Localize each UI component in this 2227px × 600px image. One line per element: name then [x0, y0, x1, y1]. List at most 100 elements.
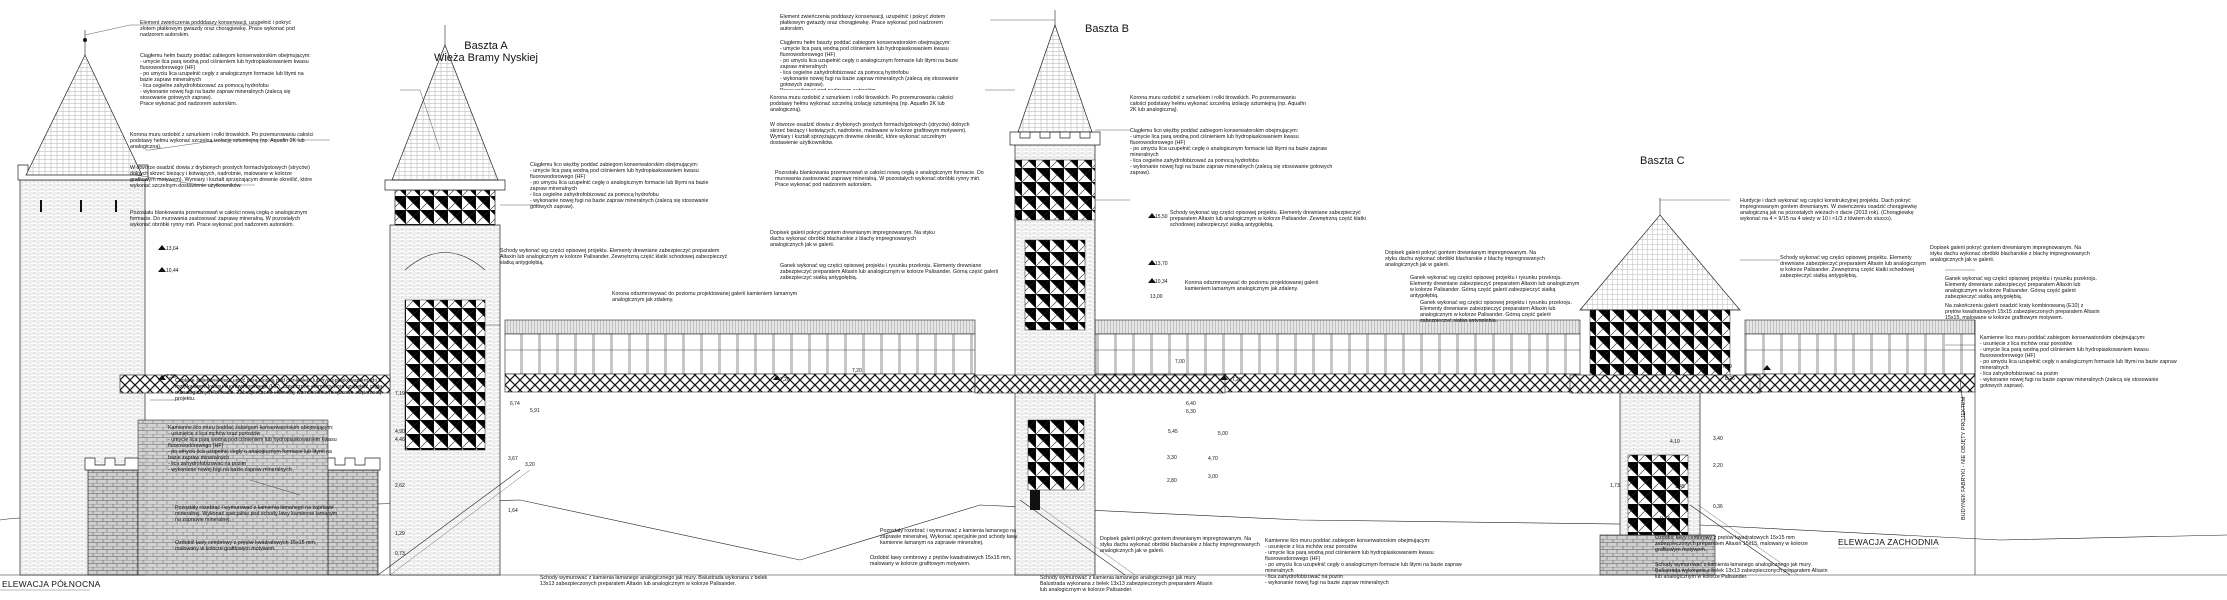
level-4-10: 4,10 [1670, 439, 1680, 445]
level-1-64: 1,64 [508, 508, 518, 514]
note-30: Kamienne lico muru poddać zabiegom konse… [1265, 538, 1462, 586]
elevation-west-label: ELEWACJA ZACHODNIA [1838, 537, 1939, 547]
level-15-50: 15,50 [1155, 214, 1168, 220]
title-baszta-b: Baszta B [1085, 23, 1129, 35]
level-1-04: 1,29 [395, 531, 405, 537]
level-0-73b: 0,73 [1660, 516, 1670, 522]
level-0-73: 0,73 [395, 551, 405, 557]
note-25: Dopisek galerii pokryć gontem drewnianym… [1385, 250, 1545, 268]
note-14: Ozdobić ławy cembrowy z prętów kwadratow… [175, 540, 316, 552]
note-8: Dopisek galerii pokryć gontem drewnianym… [770, 230, 935, 248]
level-10-34: 10,34 [1155, 279, 1168, 285]
level-13-64: 13,64 [166, 246, 179, 252]
level-4-90: 4,90 [395, 429, 405, 435]
stair-left [377, 469, 521, 576]
level-7-30: 7,30 [166, 374, 176, 380]
note-35: Na zakończeniu galerii osadzić kraty kom… [1945, 303, 2100, 321]
note-5: Pozostału blankowania przemurowań w cało… [130, 210, 307, 228]
note-26: Ganek wykonać wg części opisowej projekt… [1410, 275, 1579, 299]
note-16: Element zwieńczenia poddaszy konserwacji… [780, 14, 945, 32]
note-11: Cegłane świetlenie flora umyć parą wodną… [175, 378, 382, 402]
note-21: Korona muru ozdobić z sznurkiem i rolki … [1130, 95, 1306, 113]
stair-right [1689, 504, 1791, 576]
note-13: Pozostały rozebrać i wymurować z kamieni… [175, 505, 337, 523]
note-22: Ciągłemu lico więźby poddać zabiegom kon… [1130, 128, 1332, 176]
note-12: Kamienne lico muru poddać zabiegom konse… [168, 425, 337, 473]
title-baszta-c: Baszta C [1640, 155, 1685, 167]
level-3-00: 3,00 [1208, 474, 1218, 480]
level-3-20: 3,20 [525, 462, 535, 468]
leader-lines [84, 19, 1975, 496]
note-33: Dopisek galerii pokryć gontem drewnianym… [1930, 245, 2090, 263]
turret-left-1 [84, 457, 141, 576]
note-40: Ganek wykonać wg części opisowej projekt… [1420, 300, 1572, 322]
note-27: Ozdobić ławy cembrowy z prętów kwadratow… [870, 555, 1011, 567]
level-6-74: 6,74 [510, 401, 520, 407]
elevation-north-label: ELEWACJA PÓŁNOCNA [2, 579, 101, 589]
railing-right [1569, 374, 1761, 394]
level-3-30: 3,30 [1167, 455, 1177, 461]
note-38: Schody wymurować z kamienia łamanego ana… [1655, 562, 1828, 580]
title-nysa-gate: Wieża Bramy Nyskiej [434, 52, 538, 64]
level-10-44: 10,44 [166, 268, 179, 274]
tower-c [1579, 198, 1741, 576]
note-1: Element zwieńczenia podddaszy konserwacj… [140, 20, 295, 38]
level-3-40: 3,40 [1713, 436, 1723, 442]
level-3-67: 3,67 [508, 456, 518, 462]
level-7-19: 7,19 [395, 391, 405, 397]
level-6-40: 6,40 [1186, 401, 1196, 407]
level-2-80: 2,80 [1167, 478, 1177, 484]
note-6: Ciągłemu lico więźby poddać zabiegom kon… [530, 162, 708, 210]
level-4-70: 4,70 [1208, 456, 1218, 462]
level-7-20a: 7,20 [780, 377, 790, 383]
note-7: Schody wykonać wg części opisowej projek… [500, 248, 727, 266]
note-2: Ciągłemu hełm baszty poddać zabiegom kon… [140, 53, 311, 107]
note-34: Ganek wykonać wg części opisowej projekt… [1945, 276, 2097, 300]
level-markers [158, 213, 1771, 380]
level-5-00: 5,00 [1218, 431, 1228, 437]
title-baszta-a: Baszta A [464, 40, 508, 52]
level-1-45: 1,45 [1675, 484, 1685, 490]
level-1-73: 1,73 [1610, 483, 1620, 489]
stone-wall-left [137, 419, 329, 576]
level-7-29: 7,29 [1722, 364, 1732, 370]
note-23: Schody wykonać wg części opisowej projek… [1170, 210, 1366, 228]
turret-left-2 [324, 457, 381, 576]
tower-b [1009, 10, 1101, 576]
note-15: Schody wymurować z kamienia łamanego ana… [540, 575, 767, 587]
level-7-00: 7,00 [1175, 359, 1185, 365]
note-28: Pozostały rozebrać i wymurować z kamieni… [880, 528, 1017, 546]
level-13-00: 13,00 [1150, 294, 1163, 300]
note-39: Dopisek galerii pokryć gontem drewnianym… [1100, 536, 1260, 554]
note-17: Ciągłemu hełm baszty poddać zabiegom kon… [780, 40, 958, 90]
level-2-20: 2,20 [1713, 463, 1723, 469]
level-7-20b: 7,20 [852, 368, 862, 374]
level-4-46: 4,46 [395, 437, 405, 443]
stair-center [1019, 499, 1126, 576]
level-5-45: 5,45 [1168, 429, 1178, 435]
covered-gallery [504, 319, 1976, 393]
level-8-26: 8,26 [1725, 376, 1735, 382]
level-2-62: 2,62 [395, 483, 405, 489]
level-5-91: 5,91 [530, 408, 540, 414]
factory-side-label: BUDYNEK FABRYKI - NIE OBJĘTY PROJEKTEM [1961, 396, 1967, 520]
note-24: Korona odszmrowywać do poziomu projektow… [1185, 280, 1318, 292]
note-29: Schody wymurować z kamienia łamanego ana… [1040, 575, 1213, 593]
level-7-20c: 7,20 [1232, 377, 1242, 383]
note-18: Korona muru ozdobić z sznurkiem i rolki … [770, 95, 953, 113]
note-36: Kamienne lico muru poddać zabiegom konse… [1980, 335, 2177, 389]
note-32: Schody wykonać wg części opisowej projek… [1780, 255, 1926, 279]
level-13-70: 13,70 [1155, 261, 1168, 267]
level-0-36: 0,36 [1713, 504, 1723, 510]
note-19: W otworze osadzić dowia z drybionych pro… [770, 122, 970, 146]
note-10: Korona odszmrowywać do poziomu projektow… [612, 291, 797, 303]
note-9: Ganek wykonać wg części opisowej projekt… [780, 263, 998, 281]
railing-left [119, 374, 391, 394]
nysa-gate-tower [384, 25, 506, 576]
note-3: Korona muru ozdobić z sznurkiem i rolki … [130, 132, 313, 150]
note-20: Pozostału blankowania przemurowań w cało… [775, 170, 984, 188]
note-31: Hurdycje i dach wykonać wg części konstr… [1740, 198, 1917, 222]
railing-center [974, 374, 1226, 394]
note-37: Ozdobić ławy cembrowy z prętów kwadratow… [1655, 535, 1808, 553]
